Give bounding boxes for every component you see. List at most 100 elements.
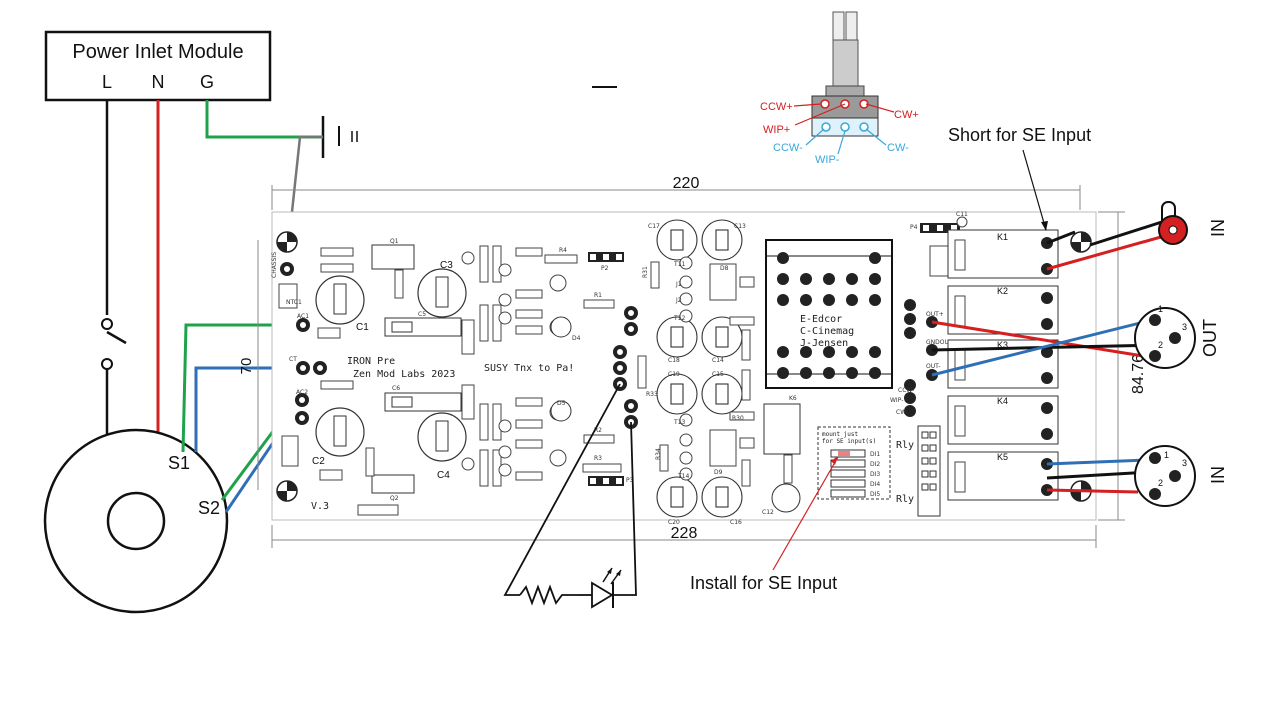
pcb-version: V.3 <box>311 501 329 512</box>
svg-text:J2: J2 <box>675 297 682 304</box>
led-symbol <box>591 581 614 609</box>
svg-text:DI3: DI3 <box>870 471 880 478</box>
svg-text:C4: C4 <box>437 470 450 481</box>
svg-text:K2: K2 <box>997 286 1008 296</box>
svg-text:C2: C2 <box>312 456 325 467</box>
pot-ccw-minus: CCW- <box>773 142 803 154</box>
svg-text:R33: R33 <box>646 391 658 398</box>
signal-wiring <box>931 218 1169 494</box>
output-transformer-footprint: E-Edcor C-Cinemag J-Jensen <box>765 239 893 389</box>
svg-text:K3: K3 <box>997 340 1008 350</box>
relay-k6: K6 C12 <box>762 395 801 516</box>
svg-text:T14: T14 <box>677 473 689 480</box>
se-input-mount-box: mount just for SE input(s) DI1 DI2 DI3 D… <box>817 426 891 500</box>
svg-text:OUT-: OUT- <box>926 363 940 370</box>
svg-text:CCW-: CCW- <box>898 387 914 394</box>
svg-text:OUT+: OUT+ <box>926 311 944 318</box>
svg-text:D4: D4 <box>572 335 581 342</box>
capacitor-bank-center <box>656 219 743 518</box>
svg-text:C5: C5 <box>418 311 426 318</box>
svg-text:K6: K6 <box>789 395 797 402</box>
svg-text:C1: C1 <box>356 322 369 333</box>
svg-text:mount just: mount just <box>822 431 859 438</box>
xlr-input-connector: 1 3 2 IN <box>1134 445 1228 507</box>
dim-top-label: 220 <box>673 175 700 192</box>
svg-text:C12: C12 <box>762 509 774 516</box>
svg-text:C14: C14 <box>712 357 724 364</box>
dim-bottom-label: 228 <box>671 525 698 542</box>
ntc1-label: NTC1 <box>286 299 302 306</box>
svg-text:C17: C17 <box>648 223 660 230</box>
svg-text:D5: D5 <box>557 400 566 407</box>
svg-text:C6: C6 <box>392 385 400 392</box>
svg-text:for SE input(s): for SE input(s) <box>822 438 876 445</box>
power-pads: CHASSIS AC1 CT AC2 NTC1 <box>271 252 327 425</box>
svg-text:K1: K1 <box>997 232 1008 242</box>
out-label: OUT <box>1200 319 1220 357</box>
toroidal-transformer: S1 S2 <box>43 428 229 614</box>
chassis-pad-label: CHASSIS <box>271 252 278 278</box>
pot-cw-plus: CW+ <box>894 109 919 121</box>
svg-text:R3: R3 <box>594 455 602 462</box>
svg-text:C19: C19 <box>668 371 680 378</box>
svg-text:K5: K5 <box>997 452 1008 462</box>
pin-l-label: L <box>102 72 112 92</box>
secondary-s2-label: S2 <box>198 498 220 518</box>
relay-column: K1 K2 K3 K4 K5 <box>947 229 1059 501</box>
power-inlet-title: Power Inlet Module <box>72 41 243 63</box>
dim-left-label: 70 <box>238 358 255 375</box>
svg-text:DI5: DI5 <box>870 491 880 498</box>
svg-text:C18: C18 <box>668 357 680 364</box>
pcb-thanks: SUSY Tnx to Pa! <box>484 363 574 374</box>
header-m3: P4 <box>910 223 960 233</box>
svg-text:Rly: Rly <box>896 494 914 505</box>
pcb-title-line2: Zen Mod Labs 2023 <box>353 369 455 380</box>
brand-cinemag: C-Cinemag <box>800 326 854 337</box>
svg-text:R4: R4 <box>559 247 567 254</box>
short-se-annotation: Short for SE Input <box>948 125 1091 145</box>
film-caps-left: C5 C6 Q1 Q2 <box>281 238 475 516</box>
svg-text:DI4: DI4 <box>870 481 880 488</box>
regulators: D4 D5 <box>550 316 581 422</box>
svg-text:GNDOUT: GNDOUT <box>926 339 953 346</box>
pot-wip-plus: WIP+ <box>763 124 790 136</box>
header-m1: P2 <box>588 252 624 272</box>
in-top-label: IN <box>1208 219 1228 237</box>
pin-g-label: G <box>200 72 214 92</box>
svg-text:R34: R34 <box>655 448 662 460</box>
svg-text:C15: C15 <box>712 371 724 378</box>
svg-text:P2: P2 <box>601 265 609 272</box>
brand-edcor: E-Edcor <box>800 314 842 325</box>
capacitor-c3: C3 <box>417 260 467 318</box>
pot-output-pads: OUT+ GNDOUT OUT- CCW- WIP- CW- <box>890 299 953 417</box>
svg-text:T11: T11 <box>673 261 685 268</box>
svg-text:P4: P4 <box>910 224 918 231</box>
capacitor-c1: C1 <box>315 275 369 333</box>
install-se-annotation: Install for SE Input <box>690 573 837 593</box>
svg-text:D9: D9 <box>714 469 723 476</box>
pot-wip-minus: WIP- <box>815 154 840 166</box>
svg-text:3: 3 <box>1182 458 1187 468</box>
power-switch <box>106 330 127 345</box>
chassis-ground-symbol <box>321 116 358 158</box>
svg-text:R30: R30 <box>732 415 744 422</box>
pcb-title-line1: IRON Pre <box>347 356 395 367</box>
svg-text:T13: T13 <box>673 419 685 426</box>
svg-text:C3: C3 <box>440 260 453 271</box>
led-resistor-symbol <box>519 584 578 606</box>
svg-text:K4: K4 <box>997 396 1008 406</box>
potentiometer: CCW+ WIP+ CW+ CCW- WIP- CW- <box>760 11 919 166</box>
svg-text:WIP-: WIP- <box>890 397 903 404</box>
capacitor-c4: C4 <box>417 412 467 481</box>
dim-right-label: 84.76 <box>1130 354 1147 394</box>
svg-text:C11: C11 <box>956 211 968 218</box>
ac2-label: AC2 <box>296 389 308 396</box>
secondary-s1-label: S1 <box>168 453 190 473</box>
svg-text:DI2: DI2 <box>870 461 880 468</box>
center-transistors <box>650 256 755 487</box>
svg-text:T12: T12 <box>673 315 685 322</box>
in-bottom-label: IN <box>1208 466 1228 484</box>
svg-text:1: 1 <box>1158 304 1163 314</box>
pot-cw-minus: CW- <box>887 142 909 154</box>
